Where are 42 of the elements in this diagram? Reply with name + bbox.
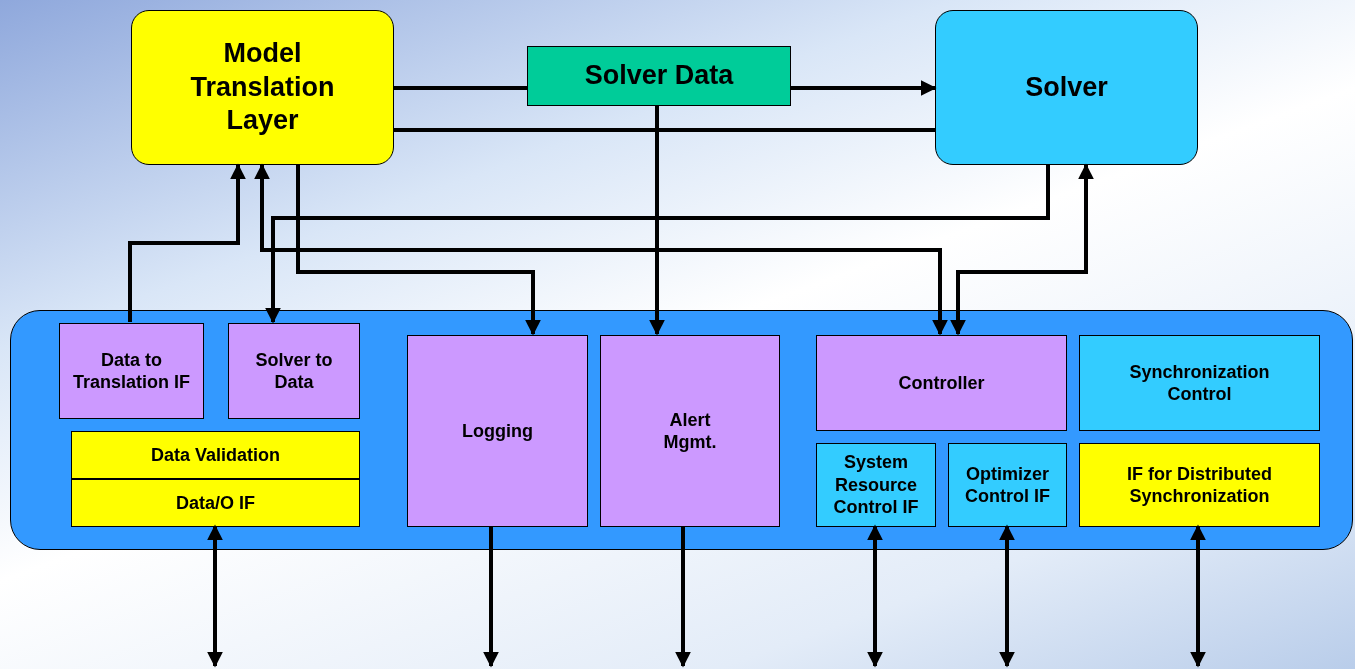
connector-arrow (649, 106, 665, 336)
connector-arrow (999, 524, 1015, 668)
connector-arrow (483, 526, 499, 668)
box-label: IF for Distributed Synchronization (1126, 462, 1273, 508)
box-label: Data/O IF (176, 491, 255, 515)
box-label: System Resource Control IF (832, 451, 920, 519)
box-label: Model Translation Layer (189, 36, 336, 138)
connector-arrow (1190, 524, 1206, 668)
system-panel (10, 310, 1353, 550)
data-box (527, 46, 791, 106)
box-label: Data to Translation IF (72, 348, 191, 394)
connector-arrow (675, 526, 691, 668)
module-box (948, 443, 1067, 527)
connector-arrow (254, 163, 948, 336)
module-box (407, 335, 588, 527)
connector-arrow (867, 524, 883, 668)
module-box (1079, 443, 1320, 527)
module-box (816, 335, 1067, 431)
box-label: Synchronization Control (1128, 360, 1271, 406)
box-label: Data Validation (150, 443, 280, 467)
module-box (816, 443, 936, 527)
module-box (71, 431, 360, 479)
box-label: Alert Mgmt. (662, 408, 718, 454)
module-box (1079, 335, 1320, 431)
module-box (228, 323, 360, 419)
connector-arrow (950, 163, 1094, 336)
module-box (59, 323, 204, 419)
layer-box (131, 10, 394, 165)
connector-arrow (265, 165, 1050, 324)
connector-arrow (207, 524, 223, 668)
box-label: Solver to Data (254, 348, 334, 394)
connector-arrow (296, 165, 541, 336)
solver-box (935, 10, 1198, 165)
connector-arrow (791, 80, 937, 96)
box-label: Logging (462, 419, 533, 443)
connector-arrow (128, 163, 246, 322)
box-label: Solver Data (584, 59, 734, 93)
box-label: Controller (898, 371, 985, 395)
module-box (600, 335, 780, 527)
box-label: Optimizer Control IF (964, 462, 1051, 508)
module-box (71, 479, 360, 527)
box-label: Solver (1025, 70, 1108, 104)
